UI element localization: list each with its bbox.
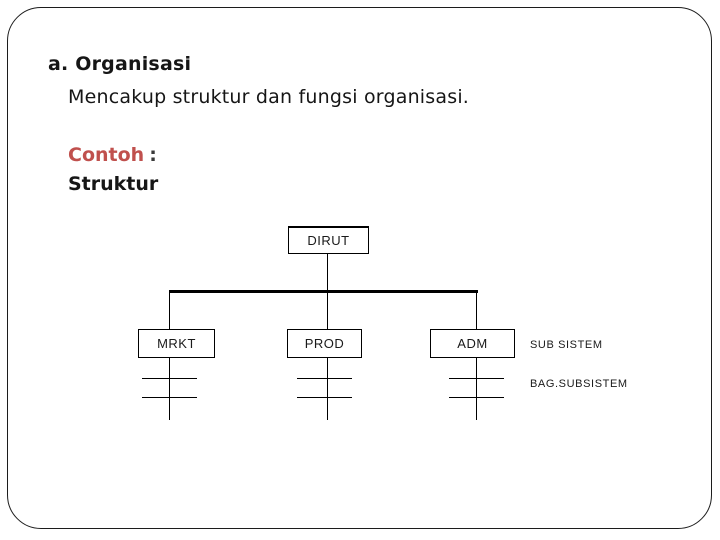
- crossbar-prod-1: [297, 378, 352, 379]
- annotation-bag-subsistem: BAG.SUBSISTEM: [530, 378, 628, 390]
- tail-line-adm: [476, 358, 477, 420]
- example-label: Contoh: [68, 144, 145, 166]
- crossbar-prod-2: [297, 397, 352, 398]
- tail-line-mrkt: [169, 358, 170, 420]
- slide-border-frame: [7, 7, 712, 529]
- crossbar-mrkt-2: [142, 397, 197, 398]
- drop-line-prod: [327, 293, 328, 329]
- children-connector-line: [169, 290, 478, 293]
- body-text: Mencakup struktur dan fungsi organisasi.: [68, 86, 470, 108]
- crossbar-mrkt-1: [142, 378, 197, 379]
- org-node-adm: ADM: [430, 329, 515, 358]
- example-line: Contoh:: [68, 144, 157, 166]
- org-node-prod: PROD: [287, 329, 362, 358]
- org-node-dirut: DIRUT: [288, 226, 369, 254]
- slide-title: a. Organisasi: [48, 53, 192, 75]
- drop-line-mrkt: [169, 293, 170, 329]
- crossbar-adm-1: [449, 378, 504, 379]
- org-node-mrkt: MRKT: [138, 329, 215, 358]
- root-drop-line: [327, 254, 328, 291]
- crossbar-adm-2: [449, 397, 504, 398]
- example-separator: :: [149, 144, 157, 166]
- drop-line-adm: [476, 293, 477, 329]
- section-label: Struktur: [68, 173, 159, 195]
- annotation-sub-sistem: SUB SISTEM: [530, 339, 603, 351]
- tail-line-prod: [327, 358, 328, 420]
